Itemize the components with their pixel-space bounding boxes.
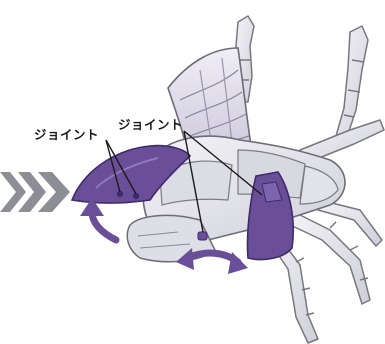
joint-label-center: ジョイント: [118, 114, 183, 133]
rotate-arrow-icon: [80, 198, 116, 240]
joint-label-left: ジョイント: [34, 124, 99, 143]
direction-chevrons-icon: [0, 172, 70, 212]
